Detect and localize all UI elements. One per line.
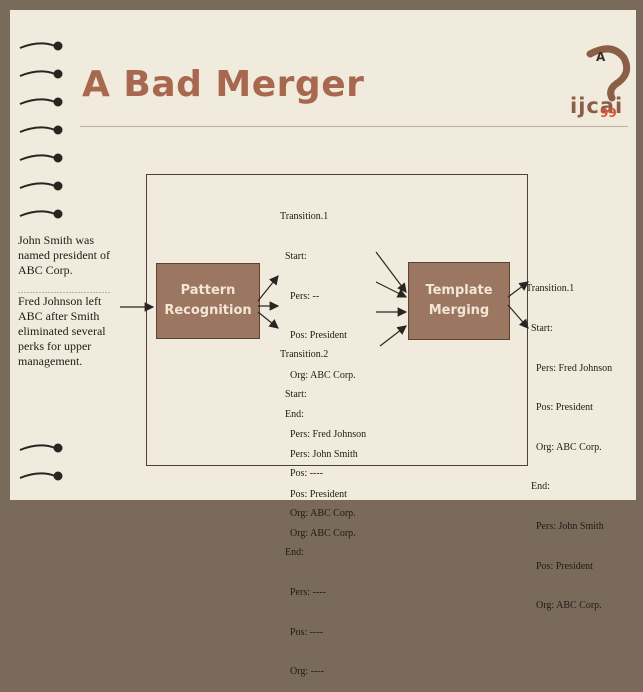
pattern-recognition-box: Pattern Recognition [156, 263, 260, 339]
transition-line: Pos: President [280, 488, 347, 500]
transition-line: Pers: ---- [280, 587, 326, 599]
output-line: Start: [526, 323, 553, 335]
text-line: Fred Johnson left [18, 294, 102, 308]
arrow-pattern-to-t2 [257, 311, 279, 329]
transition-line: End: [280, 547, 304, 559]
spiral-binding [19, 41, 63, 481]
binding-ring [19, 42, 56, 49]
box-label: Pattern [180, 283, 236, 298]
output-line: Org: ABC Corp. [526, 600, 602, 612]
text-line: named president of [18, 248, 110, 262]
binding-ring [19, 444, 56, 451]
output-line: Pos: President [526, 402, 593, 414]
output-line: Pos: President [526, 560, 593, 572]
transition-line: Transition.1 [280, 211, 329, 223]
binding-hole [53, 181, 63, 191]
slide-title: A Bad Merger [82, 64, 365, 105]
transition-line: Pos: President [280, 330, 347, 342]
text-line: perks for upper [18, 339, 92, 353]
binding-hole [53, 125, 63, 135]
arrow-t1-end-to-merge [375, 281, 408, 298]
binding-ring [19, 98, 56, 105]
separator: ............................... [18, 286, 111, 295]
text-line: management. [18, 354, 83, 368]
binding-hole [53, 443, 63, 453]
output-line: Transition.1 [526, 283, 575, 295]
ijcai-logo [586, 45, 631, 102]
binding-ring [19, 472, 56, 479]
logo-subtext: 99 [600, 106, 617, 120]
output-line: Org: ABC Corp. [526, 441, 602, 453]
binding-ring [19, 126, 56, 133]
binding-hole [53, 471, 63, 481]
binding-hole [53, 153, 63, 163]
title-rule [80, 126, 628, 127]
transition-line: Pos: ---- [280, 468, 324, 480]
box-label: Template [425, 283, 493, 298]
output-line: Pers: John Smith [526, 521, 604, 533]
diagram-arrows [120, 251, 529, 347]
arrow-merge-to-output-end [507, 304, 529, 329]
box-label: Recognition [164, 303, 252, 318]
transition-line: Pers: John Smith [280, 449, 358, 461]
binding-hole [53, 97, 63, 107]
template-merging-box: Template Merging [408, 262, 510, 340]
arrow-pattern-to-t1 [257, 275, 279, 302]
binding-ring [19, 210, 56, 217]
output-line: Pers: Fred Johnson [526, 362, 613, 374]
logo-mark: A [596, 50, 606, 64]
transition-line: Org: ABC Corp. [280, 507, 356, 519]
text-line: ABC Corp. [18, 263, 73, 277]
text-line: John Smith was [18, 233, 95, 247]
output-line: End: [526, 481, 550, 493]
binding-hole [53, 41, 63, 51]
input-paragraph-2: Fred Johnson left ABC after Smith elimin… [18, 294, 138, 369]
text-line: ABC after Smith [18, 309, 100, 323]
text-line: eliminated several [18, 324, 106, 338]
transition-line: Pers: -- [280, 290, 320, 302]
arrow-t2-end-to-merge [379, 325, 407, 347]
transition-line: Transition.2 [280, 349, 329, 361]
input-paragraph-1: John Smith was named president of ABC Co… [18, 233, 138, 278]
binding-hole [53, 69, 63, 79]
arrow-merge-to-output-start [507, 281, 529, 298]
box-label: Merging [428, 303, 490, 318]
slide [10, 10, 636, 500]
transition-line: Org: ABC Corp. [280, 369, 356, 381]
logo-text: ijcai [570, 94, 624, 118]
transition-line: Org: ---- [280, 666, 324, 678]
binding-hole [53, 209, 63, 219]
binding-ring [19, 70, 56, 77]
transition-line: Start: [280, 251, 307, 263]
transition-line: End: [280, 409, 304, 421]
binding-ring [19, 182, 56, 189]
binding-ring [19, 154, 56, 161]
arrow-t1-start-to-merge [375, 251, 407, 293]
transition-line: Start: [280, 389, 307, 401]
transition-line: Pos: ---- [280, 626, 324, 638]
transition-line: Pers: Fred Johnson [280, 428, 367, 440]
